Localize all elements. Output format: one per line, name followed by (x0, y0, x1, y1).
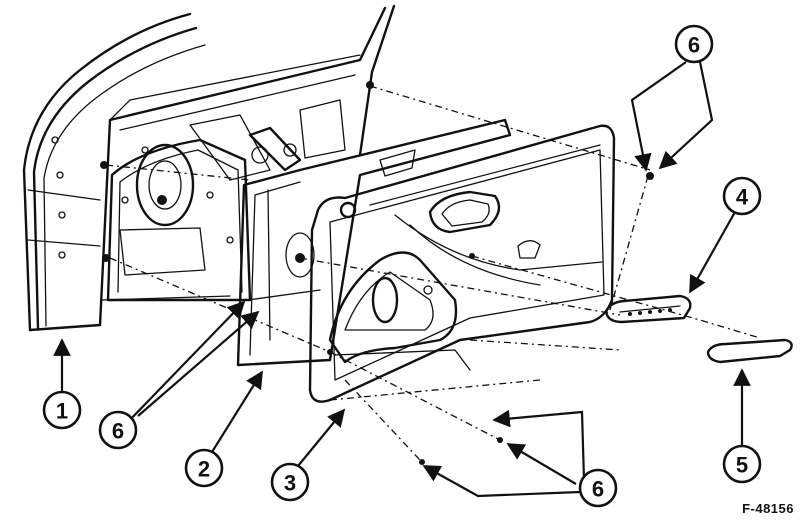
watershield-panel (236, 118, 512, 367)
callout-2: 2 (184, 448, 224, 488)
leader-lines (53, 61, 751, 498)
callout-label: 4 (736, 185, 749, 210)
callout-6-bottom: 6 (578, 468, 618, 508)
callout-label: 5 (736, 453, 748, 478)
callout-label: 6 (592, 477, 604, 502)
door-shell (22, 4, 396, 332)
pull-handle-cover (706, 338, 793, 364)
callout-label: 6 (112, 419, 124, 444)
callout-6-top: 6 (674, 24, 714, 64)
callout-label: 1 (56, 399, 68, 424)
callout-6-left: 6 (98, 410, 138, 450)
bezel-grille (604, 294, 692, 324)
door-trim-panel (308, 124, 616, 403)
callout-label: 3 (284, 471, 296, 496)
callout-label: 2 (198, 457, 210, 482)
callout-label: 6 (688, 33, 700, 58)
callout-3: 3 (270, 462, 310, 502)
alignment-lines (105, 85, 761, 465)
figure-id: F-48156 (742, 501, 794, 516)
callout-4: 4 (722, 176, 762, 216)
callout-1: 1 (42, 390, 82, 430)
callout-5: 5 (722, 444, 762, 484)
